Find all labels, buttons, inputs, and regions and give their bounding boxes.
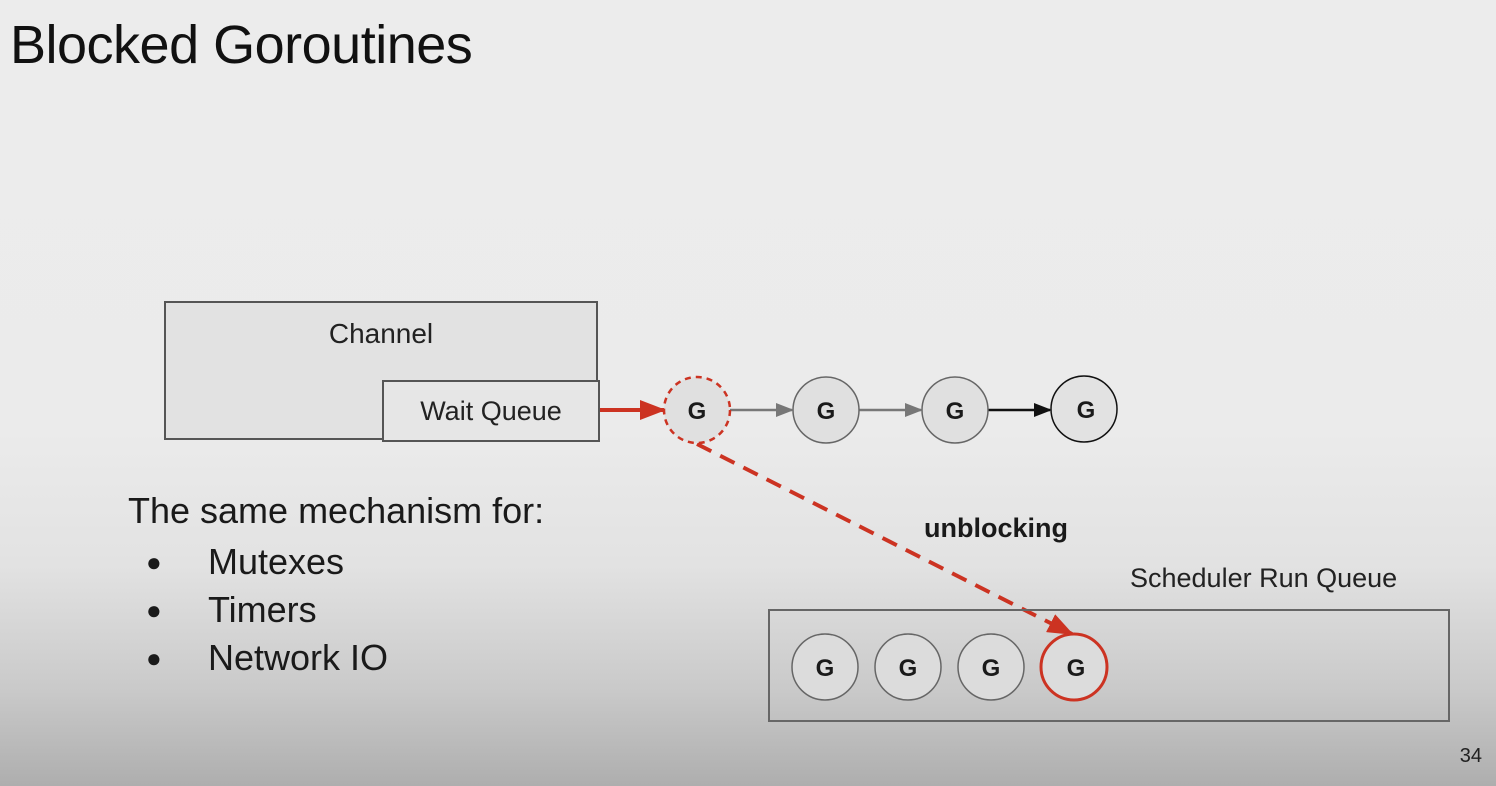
bullet-icon: ● <box>146 546 162 577</box>
svg-text:G: G <box>688 398 707 425</box>
page-number: 34 <box>1459 745 1482 767</box>
slide-title: Blocked Goroutines <box>10 15 473 75</box>
mechanism-lead: The same mechanism for: <box>128 490 545 531</box>
svg-text:G: G <box>817 398 836 425</box>
svg-text:G: G <box>816 655 835 682</box>
svg-text:G: G <box>899 655 918 682</box>
list-item-label: Mutexes <box>208 541 345 582</box>
list-item: ● Timers <box>128 586 544 634</box>
bullet-icon: ● <box>146 594 162 625</box>
wait-goroutine-3: G <box>921 376 989 444</box>
wait-queue-label: Wait Queue <box>420 395 562 426</box>
run-goroutine-1: G <box>791 633 859 701</box>
wait-queue-box: Wait Queue <box>382 380 600 442</box>
run-queue-label: Scheduler Run Queue <box>1130 563 1398 593</box>
run-goroutine-4: G <box>1039 632 1109 702</box>
wait-goroutine-1: G <box>662 375 732 445</box>
list-item-label: Timers <box>208 589 317 630</box>
bullet-icon: ● <box>146 642 162 673</box>
unblocking-arrow <box>696 442 1074 636</box>
svg-text:G: G <box>1077 397 1096 424</box>
wait-goroutine-4: G <box>1050 375 1118 443</box>
run-goroutine-3: G <box>957 633 1025 701</box>
list-item: ● Mutexes <box>128 538 544 586</box>
channel-label: Channel <box>328 318 434 349</box>
svg-text:G: G <box>982 655 1001 682</box>
list-item-label: Network IO <box>208 637 389 678</box>
mechanism-list: The same mechanism for: ● Mutexes ● Timers… <box>128 490 544 682</box>
wait-goroutine-2: G <box>792 376 860 444</box>
list-item: ● Network IO <box>128 634 544 682</box>
run-goroutine-2: G <box>874 633 942 701</box>
svg-text:G: G <box>1067 655 1086 682</box>
svg-text:G: G <box>946 398 965 425</box>
unblocking-label: unblocking <box>924 513 1068 543</box>
run-queue-box <box>768 609 1450 722</box>
